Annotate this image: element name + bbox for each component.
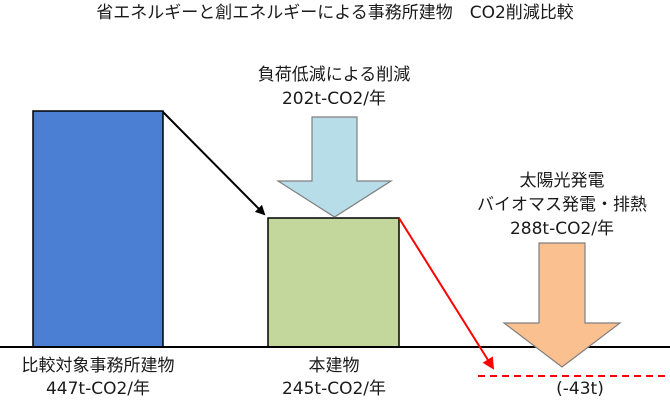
net-reduction-arrow	[398, 217, 495, 370]
reduction-arrow	[275, 116, 394, 218]
reduction-label-line2: 202t-CO2/年	[281, 89, 387, 109]
comparison-to-building-arrow	[162, 111, 266, 216]
reduction-label-line1: 負荷低減による削減	[257, 65, 411, 85]
this-building-name: 本建物	[308, 356, 360, 376]
generation-label-line3: 288t-CO2/年	[509, 219, 615, 239]
generation-arrow	[502, 242, 622, 368]
generation-label-line1: 太陽光発電	[519, 171, 605, 191]
this-building-value: 245t-CO2/年	[281, 379, 387, 399]
comparison-building-bar	[32, 110, 164, 348]
comparison-building-value: 447t-CO2/年	[45, 379, 151, 399]
this-building-bar	[267, 217, 400, 348]
diagram-title: 省エネルギーと創エネルギーによる事務所建物 CO2削減比較	[96, 3, 574, 23]
comparison-building-name: 比較対象事務所建物	[21, 356, 175, 376]
net-result-label: (-43t)	[556, 379, 604, 399]
generation-label-line2: バイオマス発電・排熱	[477, 195, 647, 215]
